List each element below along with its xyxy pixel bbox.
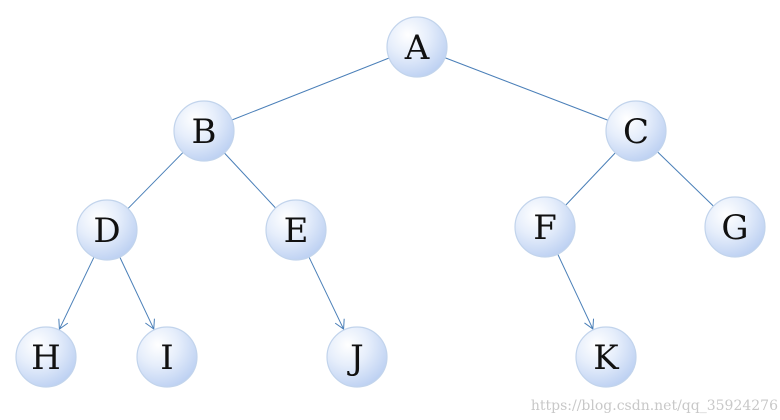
tree-node-f: F: [514, 196, 576, 258]
tree-node-g: G: [704, 196, 766, 258]
node-circle: [326, 326, 388, 388]
node-circle: [386, 16, 448, 78]
edge-c-g: [657, 151, 714, 207]
node-label: K: [593, 338, 619, 378]
node-label: I: [160, 338, 173, 378]
node-circle: [136, 326, 198, 388]
node-label: B: [192, 112, 217, 152]
node-label: F: [533, 208, 557, 248]
watermark-text: https://blog.csdn.net/qq_35924276: [530, 398, 778, 414]
edge-a-c: [444, 57, 609, 121]
tree-node-k: K: [575, 326, 637, 388]
node-circle: [265, 199, 327, 261]
node-circle: [575, 326, 637, 388]
node-label: J: [347, 338, 364, 378]
tree-node-i: I: [136, 326, 198, 388]
node-circle: [514, 196, 576, 258]
node-circle: [704, 196, 766, 258]
node-label: D: [93, 211, 120, 251]
node-label: G: [721, 208, 748, 248]
edges-layer: [58, 57, 714, 330]
nodes-layer: A B C D E F G H I J K: [15, 16, 766, 388]
node-circle: [76, 199, 138, 261]
edge-c-f: [565, 152, 616, 206]
edge-b-e: [224, 152, 276, 209]
tree-node-h: H: [15, 326, 77, 388]
node-label: A: [404, 28, 430, 68]
node-circle: [173, 100, 235, 162]
node-label: E: [284, 211, 309, 251]
node-label: C: [623, 112, 649, 152]
tree-node-a: A: [386, 16, 448, 78]
tree-node-b: B: [173, 100, 235, 162]
tree-node-e: E: [265, 199, 327, 261]
node-label: H: [31, 338, 61, 378]
tree-node-c: C: [605, 100, 667, 162]
edge-d-h: [58, 256, 95, 330]
node-circle: [15, 326, 77, 388]
edge-e-j: [308, 256, 345, 330]
tree-node-j: J: [326, 326, 388, 388]
edge-f-k: [557, 253, 595, 330]
tree-node-d: D: [76, 199, 138, 261]
node-circle: [605, 100, 667, 162]
edge-d-i: [119, 256, 155, 330]
edge-a-b: [231, 57, 390, 121]
edge-b-d: [127, 152, 184, 209]
